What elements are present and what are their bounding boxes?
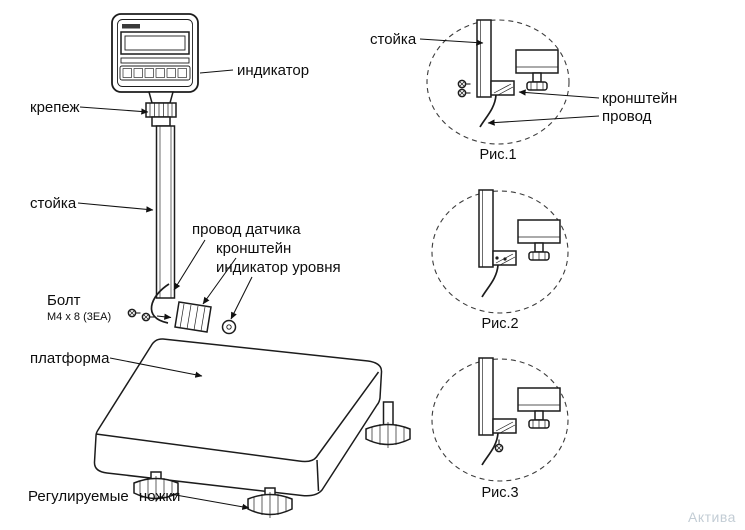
platform-body (93, 338, 383, 497)
label-bolt: Болт (47, 292, 81, 309)
label-platform: платформа (30, 350, 110, 367)
caption-fig2: Рис.2 (481, 316, 518, 332)
detail-figure-1: Рис.1 (426, 19, 570, 163)
label-stand: стойка (30, 195, 77, 212)
sensor-cable (150, 283, 170, 324)
leader-indicator (199, 69, 234, 74)
leader-detail-wire (487, 115, 600, 126)
label-detail-stand: стойка (370, 31, 417, 48)
detail-figures: Рис.1 Рис.2 Рис.3 стойка кронштейн прово… (370, 19, 677, 501)
stand-column (155, 125, 176, 299)
fastener-assembly (145, 91, 177, 127)
foot-right (365, 421, 411, 449)
label-fastener: крепеж (30, 99, 80, 116)
foot-front (247, 491, 293, 519)
label-indicator: индикатор (237, 62, 309, 79)
level-indicator-bubble (221, 319, 237, 335)
detail-figure-2: Рис.2 (431, 189, 569, 332)
leader-sensor-wire (173, 239, 206, 291)
leader-platform (109, 357, 203, 378)
leader-level-indicator (230, 276, 253, 320)
indicator-head (111, 13, 199, 93)
leader-stand (77, 202, 154, 213)
label-bracket: кронштейн (216, 240, 291, 257)
label-detail-bracket: кронштейн (602, 90, 677, 107)
adjustable-feet (133, 401, 411, 519)
label-sensor-wire: провод датчика (192, 221, 301, 238)
leader-detail-stand (419, 38, 484, 46)
leader-bracket (202, 257, 237, 305)
watermark-text: Актива (688, 509, 736, 525)
screw-icon (457, 88, 472, 98)
leader-detail-bracket (518, 89, 600, 99)
label-adjustable-feet: Регулируемые ножки (28, 488, 180, 505)
display-window (120, 31, 190, 55)
caption-fig3: Рис.3 (481, 485, 518, 501)
leader-feet (169, 493, 250, 510)
leader-fastener (79, 106, 149, 115)
scale-drawing: индикатор крепеж стойка провод датчика к… (28, 13, 411, 519)
mounting-bracket (174, 301, 212, 333)
bolt-screws (127, 308, 172, 322)
screw-icon (457, 79, 472, 89)
detail-figure-3: Рис.3 (431, 357, 569, 501)
label-level-indicator: индикатор уровня (216, 259, 341, 276)
label-bolt-spec: M4 x 8 (3EA) (47, 311, 111, 323)
label-detail-wire: провод (602, 108, 652, 125)
keypad (119, 65, 191, 81)
brand-mark (122, 24, 140, 29)
caption-fig1: Рис.1 (479, 147, 516, 163)
